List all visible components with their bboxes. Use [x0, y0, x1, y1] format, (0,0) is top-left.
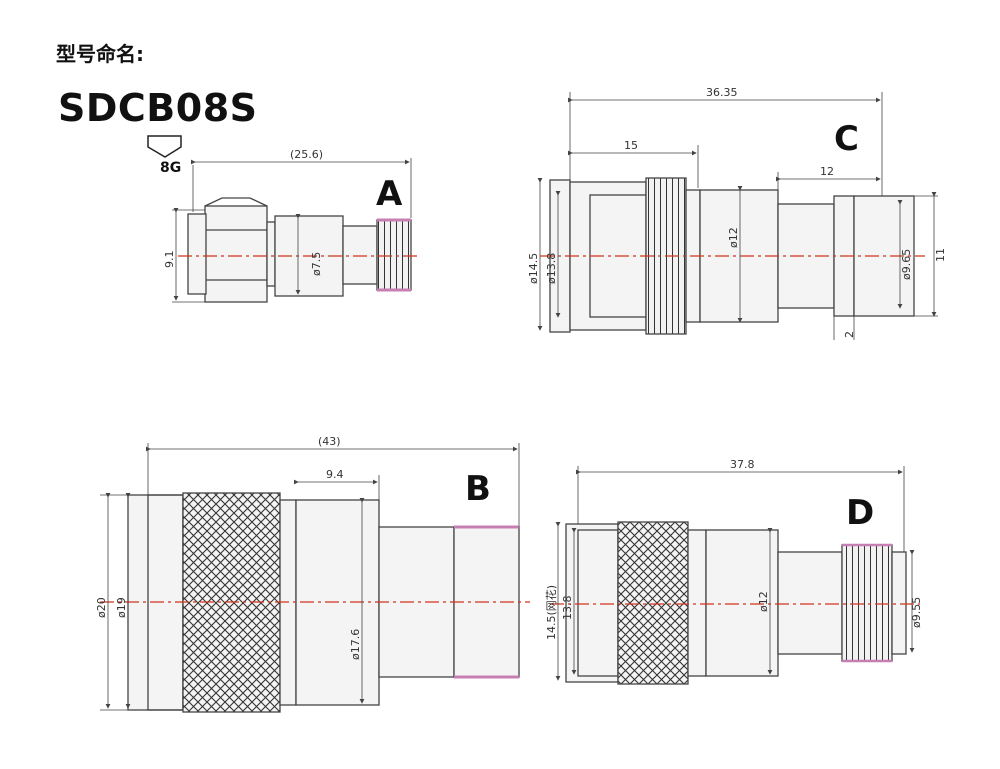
view-c-end-height-label: 11: [934, 248, 947, 262]
view-c-end-length-label: 12: [820, 165, 834, 178]
view-a-length-label: (25.6): [290, 148, 323, 161]
model-code: 8G: [160, 160, 182, 176]
view-b-sub-length-label: 9.4: [326, 468, 344, 481]
view-c-letter: C: [834, 119, 859, 159]
view-c-length-label: 36.35: [706, 86, 738, 99]
view-d-dia-body-label: ø12: [757, 591, 770, 612]
view-b-dia-body-label: ø17.6: [349, 629, 362, 660]
view-c-dia-body-label: ø12: [727, 227, 740, 248]
page-title: 型号命名:: [56, 42, 144, 66]
view-a-letter: A: [376, 174, 403, 214]
view-d-length-label: 37.8: [730, 458, 755, 471]
view-c-dia-end-label: ø9.65: [900, 249, 913, 280]
view-b: [100, 443, 530, 713]
view-a: [172, 158, 420, 303]
view-a-thread: [376, 219, 412, 291]
view-d-dia-end-label: ø9.55: [910, 597, 923, 628]
view-a-height-label: 9.1: [163, 251, 176, 269]
view-d-thread: [841, 544, 893, 662]
view-b-letter: B: [465, 469, 491, 509]
view-c-sub-length-label: 15: [624, 139, 638, 152]
view-d: [550, 466, 920, 685]
model-number: SDCB08S: [58, 86, 258, 130]
view-d-dia-inner-label: 13.8: [561, 596, 574, 621]
view-a-front-ring: [187, 213, 207, 295]
view-d-dia-knurl-label: 14.5(网花): [545, 585, 558, 640]
view-d-letter: D: [846, 493, 874, 533]
view-b-dia-inner-label: ø19: [115, 597, 128, 618]
view-c-step-label: 2: [843, 331, 856, 338]
view-c: [537, 92, 938, 340]
view-b-length-label: (43): [318, 435, 341, 448]
model-code-tag-icon: [147, 135, 182, 158]
view-b-dia-outer-label: ø20: [95, 597, 108, 618]
view-c-dia-outer-label: ø14.5: [527, 253, 540, 284]
view-d-knurled-nut: [617, 521, 689, 685]
view-a-dia-label: ø7.5: [310, 252, 323, 276]
view-c-dia-inner-label: ø13.8: [545, 253, 558, 284]
view-a-hex-nut: [204, 205, 268, 303]
